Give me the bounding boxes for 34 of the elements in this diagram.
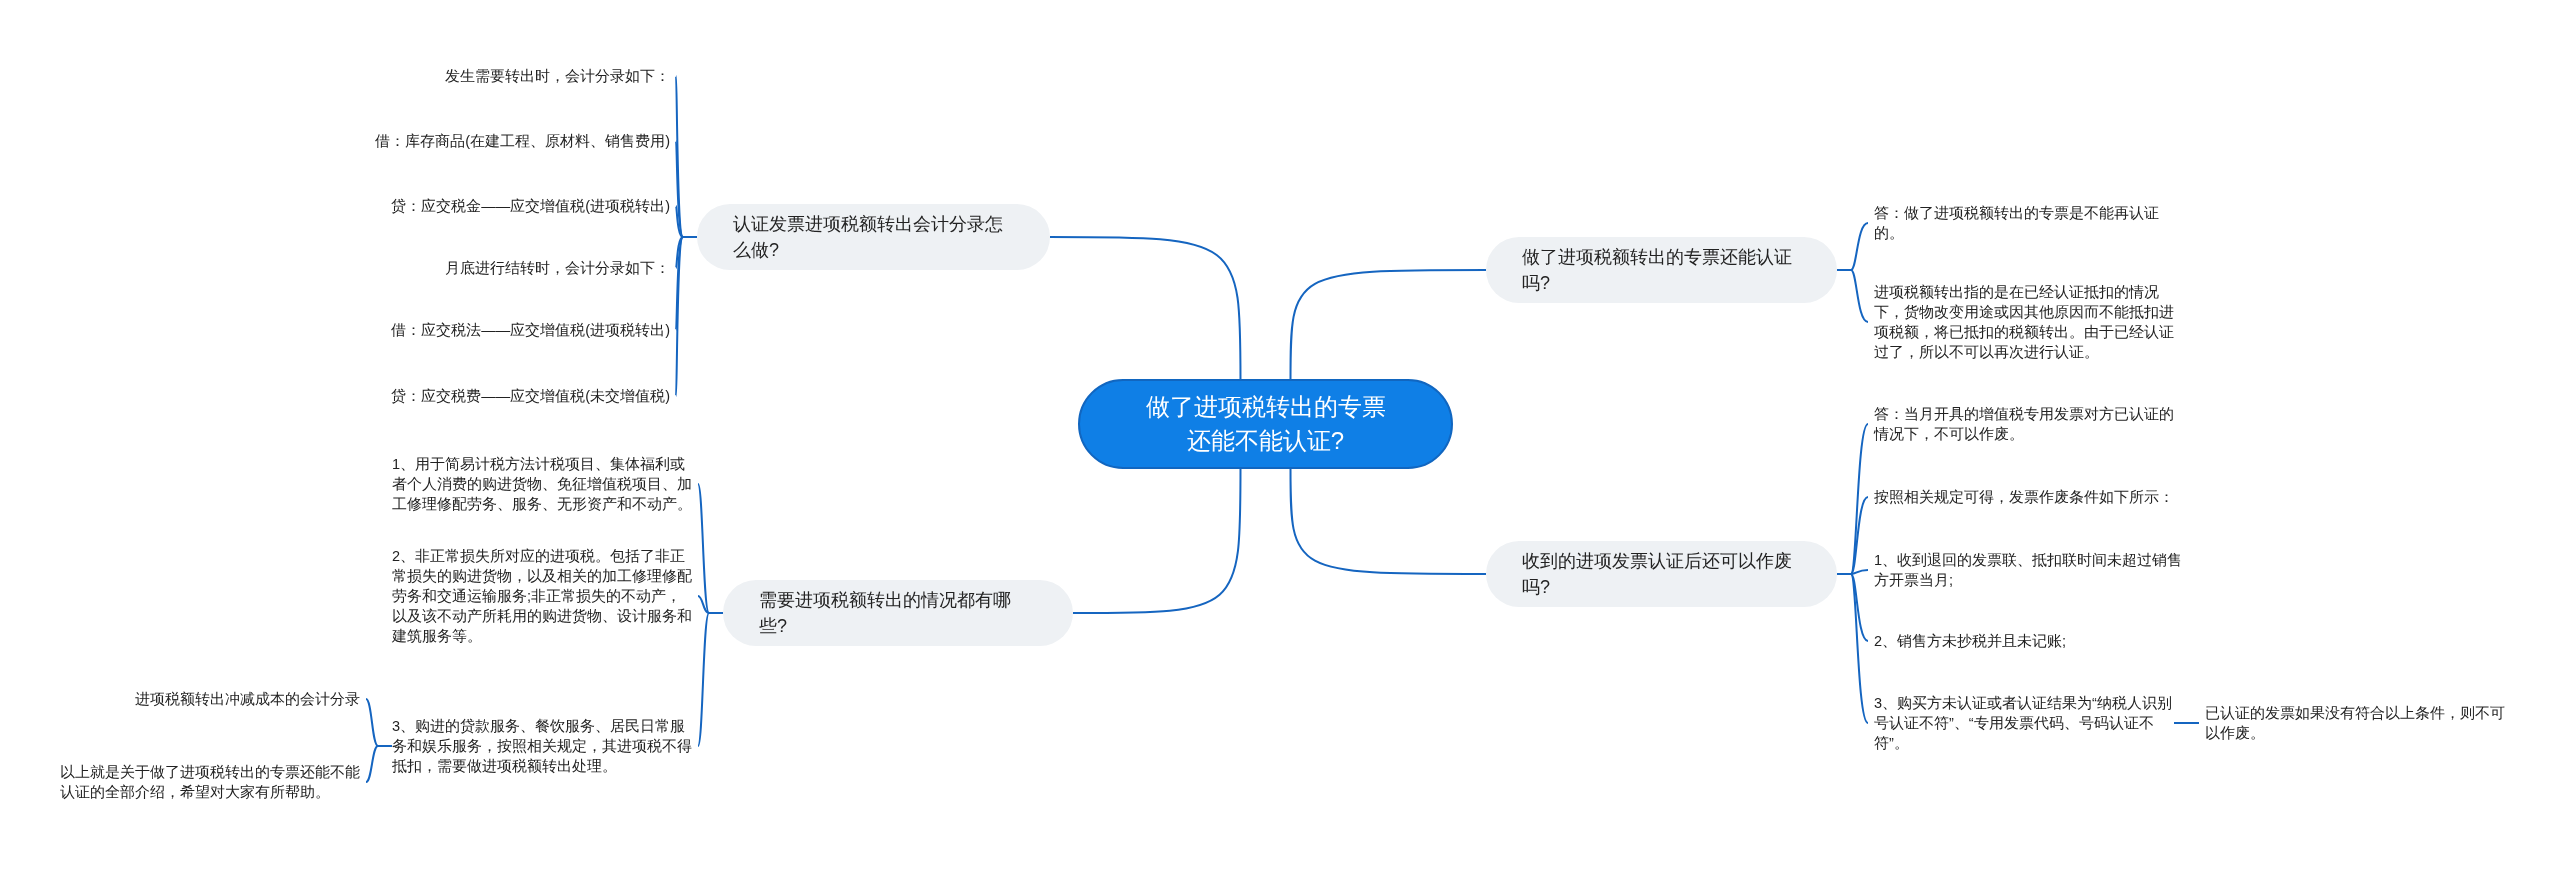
topic-pill: 认证发票进项税额转出会计分录怎么做?	[697, 204, 1050, 270]
topic-text: 2、非正常损失所对应的进项税。包括了非正常损失的购进货物，以及相关的加工修理修配劳务和交通运输服务;非正常损失的不动产，以及该不动产所耗用的购进货物、设计服务和建筑服务等。	[392, 546, 692, 646]
topic-text: 3、购进的贷款服务、餐饮服务、居民日常服务和娱乐服务，按照相关规定，其进项税不得抵扣，需要做进项税额转出处理。	[392, 716, 692, 776]
topic-text: 答：做了进项税额转出的专票是不能再认证的。	[1874, 203, 2174, 243]
topic-text: 进项税额转出指的是在已经认证抵扣的情况下，货物改变用途或因其他原因而不能抵扣进项税额，将已抵扣的税额转出。由于已经认证过了，所以不可以再次进行认证。	[1874, 282, 2174, 362]
connector-line	[2173, 722, 2200, 724]
central-topic: 做了进项税转出的专票还能不能认证?	[1078, 379, 1453, 469]
topic-text: 借：应交税法——应交增值税(进项税转出)	[250, 320, 670, 340]
topic-text: 已认证的发票如果没有符合以上条件，则不可以作废。	[2205, 703, 2505, 743]
connector-line	[1049, 236, 1242, 382]
topic-text: 3、购买方未认证或者认证结果为“纳税人识别号认证不符”、“专用发票代码、号码认证不符”。	[1874, 693, 2174, 753]
topic-text: 按照相关规定可得，发票作废条件如下所示：	[1874, 487, 2184, 507]
topic-pill: 做了进项税额转出的专票还能认证吗?	[1486, 237, 1837, 303]
topic-pill: 收到的进项发票认证后还可以作废吗?	[1486, 541, 1837, 607]
connector-line	[675, 236, 698, 397]
topic-pill: 需要进项税额转出的情况都有哪些?	[723, 580, 1073, 646]
connector-line	[365, 745, 393, 783]
connector-line	[1289, 269, 1487, 382]
connector-line	[1072, 466, 1242, 614]
topic-text: 借：库存商品(在建工程、原材料、销售费用)	[250, 131, 670, 151]
connector-line	[697, 612, 724, 747]
topic-text: 贷：应交税金——应交增值税(进项税转出)	[250, 196, 670, 216]
connector-line	[1836, 573, 1869, 724]
topic-text: 贷：应交税费——应交增值税(未交增值税)	[250, 386, 670, 406]
connector-line	[1836, 269, 1869, 323]
topic-text: 2、销售方未抄税并且未记账;	[1874, 631, 2184, 651]
topic-text: 进项税额转出冲减成本的会计分录	[60, 689, 360, 709]
topic-text: 答：当月开具的增值税专用发票对方已认证的情况下，不可以作废。	[1874, 404, 2184, 444]
connector-line	[1289, 466, 1487, 575]
topic-text: 发生需要转出时，会计分录如下：	[250, 66, 670, 86]
topic-text: 月底进行结转时，会计分录如下：	[250, 258, 670, 278]
topic-text: 以上就是关于做了进项税转出的专票还能不能认证的全部介绍，希望对大家有所帮助。	[60, 762, 360, 802]
topic-text: 1、收到退回的发票联、抵扣联时间未超过销售方开票当月;	[1874, 550, 2184, 590]
topic-text: 1、用于简易计税方法计税项目、集体福利或者个人消费的购进货物、免征增值税项目、加工修理修配劳务、服务、无形资产和不动产。	[392, 454, 692, 514]
